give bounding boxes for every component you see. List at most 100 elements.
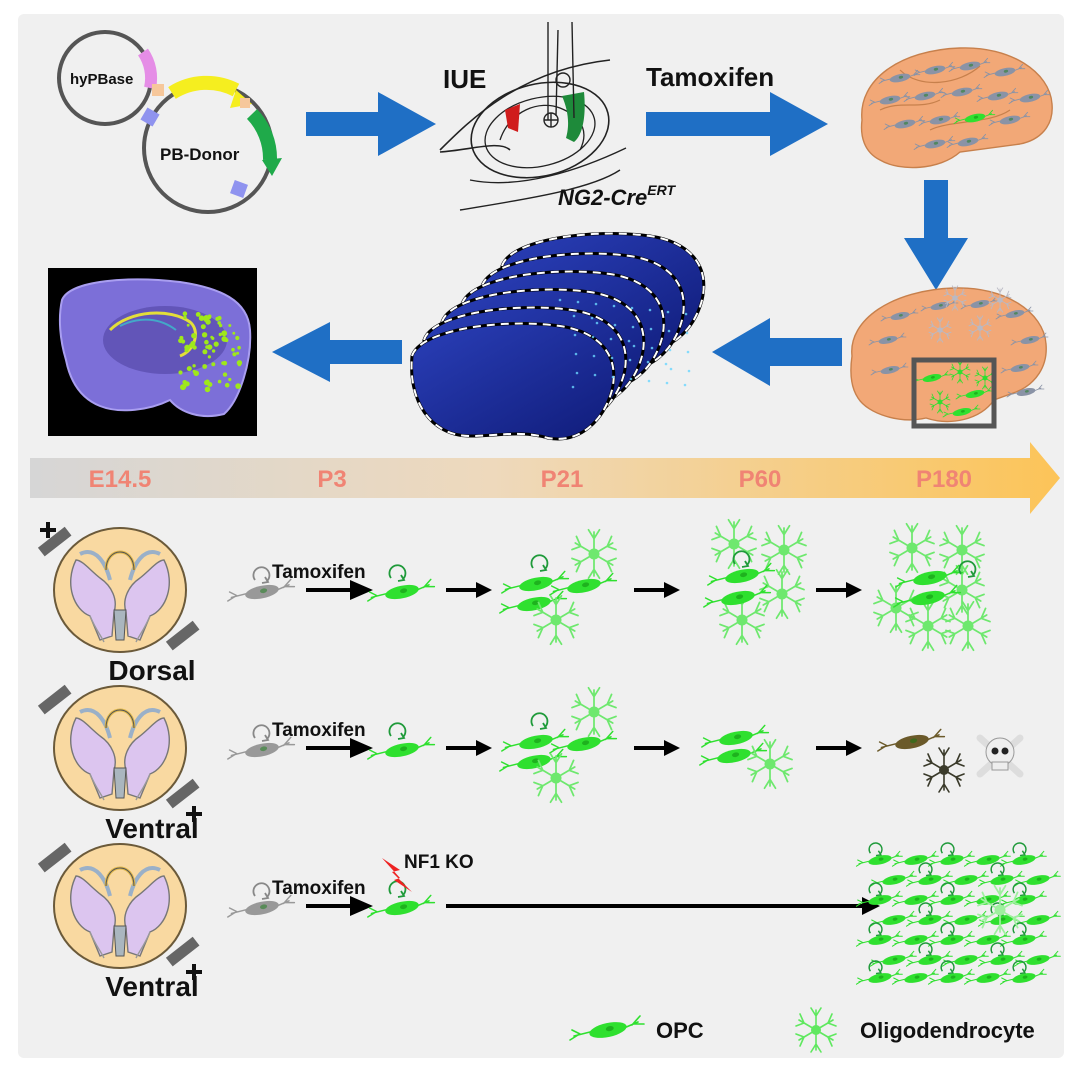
knockout-label: NF1 KO (404, 852, 474, 873)
progress-arrow (306, 895, 373, 917)
labeled-cell-dot (664, 362, 668, 366)
labeled-cell-dot (204, 339, 209, 345)
labeled-cell-dot (190, 341, 196, 346)
spinal-cord-icon (52, 684, 188, 812)
labeled-cell-dot (571, 385, 575, 389)
oligodendrocyte (939, 524, 985, 576)
labeled-cell-dot (201, 332, 208, 338)
progress-arrow (306, 737, 373, 759)
labeled-cell-dot (228, 377, 232, 382)
labeled-cell-dot (592, 354, 596, 358)
zoom-box (911, 357, 997, 429)
labeled-cell-dot (218, 323, 223, 328)
electrode-bar (165, 936, 200, 967)
labeled-cell-dot (200, 324, 206, 330)
legend-oligodendrocyte-label: Oligodendrocyte (860, 1018, 1035, 1043)
self-renewal-icon (918, 862, 933, 877)
labeled-cell-dot (575, 371, 579, 375)
oligodendrocyte (977, 884, 1023, 936)
labeled-opc (1013, 910, 1061, 928)
progress-arrow-head (476, 582, 492, 598)
electrode-bar (37, 842, 72, 873)
labeled-cell-dot (593, 373, 597, 377)
spinal-cord-icon (52, 526, 188, 654)
self-renewal-icon (1012, 882, 1027, 897)
plasmid-donor-label: PB-Donor (160, 145, 240, 164)
labeled-cell-dot (232, 331, 236, 335)
self-renewal-icon (940, 842, 955, 857)
electrode-bar (165, 778, 200, 809)
labeled-opc (1013, 950, 1061, 968)
labeled-cell-dot (210, 335, 214, 339)
brain-icon (850, 285, 1049, 429)
spinal-cord-icon (52, 842, 188, 970)
labeled-cell-dot (573, 333, 577, 337)
labeled-cell-dot (235, 383, 241, 389)
labeled-cell-dot (217, 321, 221, 325)
labeled-cell-dot (649, 327, 653, 331)
region-label: Dorsal (108, 655, 195, 686)
anode-plus-sign (186, 964, 202, 980)
region-label: Ventral (105, 813, 198, 844)
labeled-cell-dot (667, 329, 671, 333)
self-renewal-icon (940, 922, 955, 937)
oligodendrocyte (571, 528, 617, 580)
labeled-cell-dot (184, 348, 189, 353)
timeline-point-label: E14.5 (89, 466, 152, 493)
process-arrow (646, 92, 828, 156)
opc-icon (569, 1015, 645, 1042)
process-arrow (272, 322, 402, 382)
labeled-cell-dot (221, 330, 228, 337)
labeled-cell-dot (178, 370, 183, 375)
electrode-bar (37, 526, 72, 557)
labeled-cell-dot (666, 310, 670, 314)
labeled-cell-dot (224, 382, 230, 388)
oligodendrocyte (873, 582, 919, 634)
labeled-cell-dot (183, 315, 187, 320)
labeled-cell-dot (231, 347, 235, 352)
labeled-cell-dot (202, 349, 208, 355)
mouse-line-superscript: ERT (647, 182, 676, 198)
condition-row: Ventral Tamoxifen (37, 684, 1024, 844)
labeled-cell-dot (590, 316, 594, 320)
labeled-opc (367, 578, 436, 603)
3d-reconstruction-icon (48, 268, 257, 436)
labeled-cell-dot (207, 355, 211, 359)
mouse-line-label: NG2-CreERT (558, 182, 676, 210)
self-renewal-icon (918, 902, 933, 917)
labeled-cell-dot (193, 370, 199, 377)
treatment-label: Tamoxifen (272, 720, 366, 741)
labeled-opc (1013, 870, 1061, 888)
labeled-cell-dot (237, 345, 241, 350)
self-renewal-icon (388, 564, 407, 582)
process-arrow (306, 92, 436, 156)
self-renewal-icon (868, 882, 883, 897)
labeled-cell-dot (215, 316, 220, 321)
labeled-opc (367, 894, 436, 919)
labeled-cell-dot (198, 315, 205, 322)
labeled-cell-dot (669, 367, 673, 371)
labeled-cell-dot (683, 383, 687, 387)
anode-plus-sign (40, 522, 56, 538)
labeled-cell-dot (232, 352, 237, 357)
labeled-cell-dot (612, 304, 616, 308)
labeled-cell-dot (218, 332, 222, 337)
labeled-cell-dots (178, 311, 243, 393)
labeled-cell-dot (665, 381, 669, 385)
labeled-cell-dot (631, 325, 635, 329)
labeled-cell-dot (222, 372, 228, 377)
labeled-cell-dot (610, 356, 614, 360)
labeled-cell-dot (609, 337, 613, 341)
labeled-cell-dot (687, 369, 691, 373)
labeled-cell-dot (182, 311, 188, 317)
progress-arrow-head (846, 582, 862, 598)
labeled-cell-dot (203, 315, 210, 321)
process-arrow (712, 318, 842, 386)
labeled-cell-dot (213, 341, 219, 347)
labeled-cell-dot (572, 314, 576, 318)
progress-arrow (306, 579, 373, 601)
